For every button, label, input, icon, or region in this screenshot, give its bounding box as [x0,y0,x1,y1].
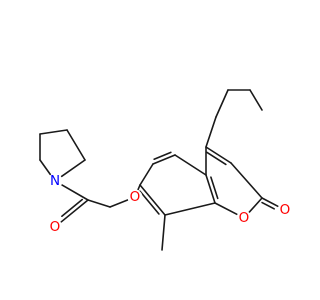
bond-pyrrolidine-3 [39,129,68,135]
atom-label-layer: N O O O O [47,173,293,235]
bond-butyl-4 [205,116,217,148]
bond-c8-c8a [164,202,216,216]
bond-camide-oamide-second-line [61,198,84,218]
amide-o-label-background [47,219,63,235]
atom-label-amide-o: O [50,219,61,235]
carbonyl-o-label-background [277,202,293,218]
bond-camide-n [61,184,89,201]
bond-c5-c6 [152,154,176,165]
bond-c8a-c4a [205,174,216,204]
bond-c2-carbonyl [261,197,279,208]
bond-camide-oamide [60,199,89,223]
bond-ch2-camide [87,199,111,208]
bond-c8-methyl [161,214,166,251]
atom-label-ring-o: O [239,210,250,226]
atom-label-carbonyl-o: O [280,202,291,218]
bond-c7-c8-second-line [139,190,160,215]
bond-c7-o7 [137,184,141,191]
bond-c5-c6-second-line [153,151,172,161]
bond-c7-c8 [139,184,166,216]
bond-butyl-3 [215,89,229,118]
bond-pyrrolidine-5 [60,159,86,178]
bond-o7-ch2 [109,199,129,208]
atom-label-pyrrolidine-n: N [50,173,60,189]
bond-butyl-1 [249,89,263,111]
bond-c8a-c4a-second-line [210,176,219,200]
bond-c3-c2 [230,162,263,199]
bond-c4-c3-second-line [206,151,227,166]
ring-o-label-background [236,210,252,226]
bond-c4-c3 [205,146,232,164]
ether-o-label-background [127,189,143,205]
bond-c6-c7 [139,163,154,186]
bond-o1-c8a [214,202,238,216]
bond-c2-o1 [248,197,263,213]
bond-layer [39,89,279,251]
bond-pyrrolidine-4 [66,129,86,161]
bond-c2-carbonyl-second-line [261,201,275,210]
pyrrolidine-n-label-background [47,173,63,189]
molecule-structure-diagram: N O O O O [39,89,293,251]
atom-label-ether-o: O [130,189,141,205]
bond-c4a-c5 [174,154,207,176]
bond-pyrrolidine-1 [39,159,52,176]
